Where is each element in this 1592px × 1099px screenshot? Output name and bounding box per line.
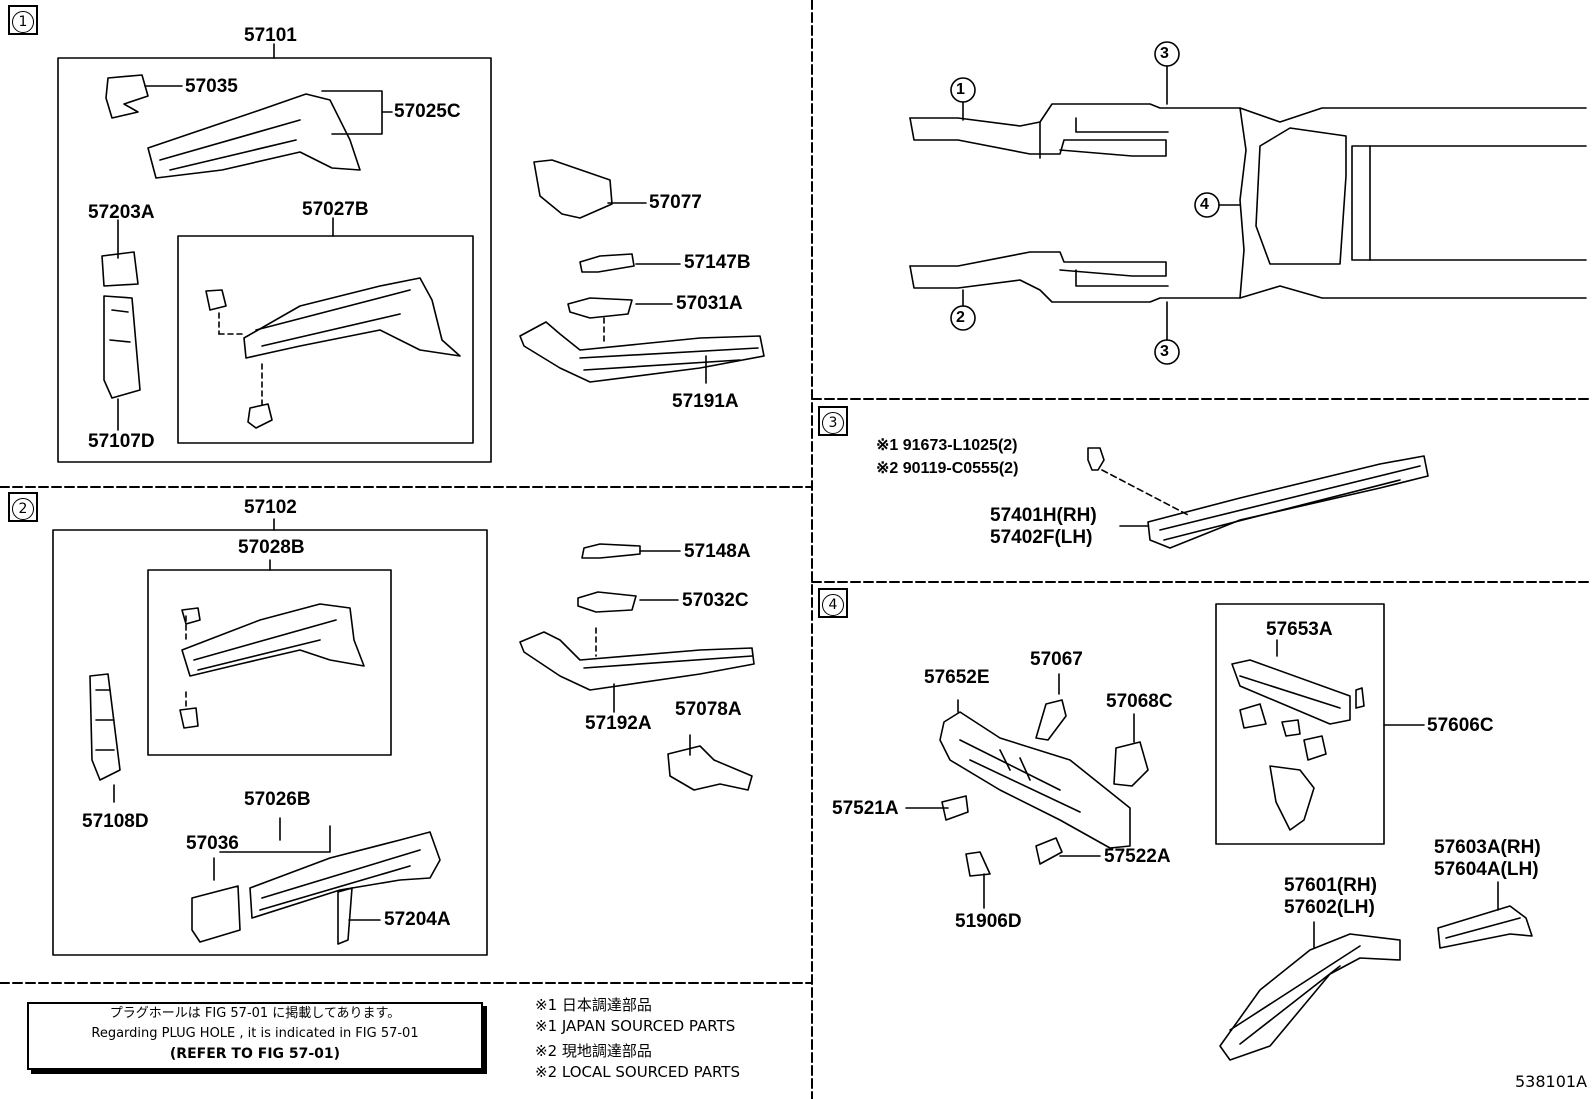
fastener-90119: ※2 90119-C0555(2) bbox=[876, 460, 1019, 477]
part-57101: 57101 bbox=[244, 25, 297, 46]
callout-1: 1 bbox=[956, 81, 965, 98]
section-1-number: 1 bbox=[12, 11, 34, 33]
part-57102: 57102 bbox=[244, 497, 297, 518]
part-57031a: 57031A bbox=[676, 293, 743, 314]
section-1-linework bbox=[57, 43, 765, 463]
part-57147b: 57147B bbox=[684, 252, 751, 273]
figure-id: 538101A bbox=[1515, 1072, 1588, 1091]
part-57606c: 57606C bbox=[1427, 715, 1494, 736]
section-3-linework bbox=[1087, 447, 1429, 549]
part-57401h: 57401H(RH) bbox=[990, 505, 1097, 526]
frame-overview-linework bbox=[909, 41, 1587, 365]
legend-local-en: ※2 LOCAL SOURCED PARTS bbox=[535, 1063, 740, 1081]
part-57604a: 57604A(LH) bbox=[1434, 859, 1539, 880]
part-57191a: 57191A bbox=[672, 391, 739, 412]
part-57148a: 57148A bbox=[684, 541, 751, 562]
section-1-badge: 1 bbox=[8, 5, 38, 35]
part-57067: 57067 bbox=[1030, 649, 1083, 670]
section-2-number: 2 bbox=[12, 498, 34, 520]
fastener-91673: ※1 91673-L1025(2) bbox=[876, 437, 1018, 454]
callout-3-top: 3 bbox=[1160, 45, 1169, 62]
part-57652e: 57652E bbox=[924, 667, 990, 688]
section-2-badge: 2 bbox=[8, 492, 38, 522]
part-57653a: 57653A bbox=[1266, 619, 1333, 640]
part-57522a: 57522A bbox=[1104, 846, 1171, 867]
part-57068c: 57068C bbox=[1106, 691, 1173, 712]
part-57032c: 57032C bbox=[682, 590, 749, 611]
section-3-badge: 3 bbox=[818, 406, 848, 436]
part-57107d: 57107D bbox=[88, 431, 155, 452]
legend-japan-jp: ※1 日本調達部品 bbox=[535, 996, 652, 1014]
part-57601: 57601(RH) bbox=[1284, 875, 1377, 896]
part-57028b: 57028B bbox=[238, 537, 305, 558]
part-57203a: 57203A bbox=[88, 202, 155, 223]
plug-note-japanese: プラグホールは FIG 57-01 に掲載してあります。 bbox=[109, 1006, 401, 1021]
plug-hole-note: プラグホールは FIG 57-01 に掲載してあります。 Regarding P… bbox=[27, 1002, 483, 1070]
legend-local-jp: ※2 現地調達部品 bbox=[535, 1042, 652, 1060]
part-57192a: 57192A bbox=[585, 713, 652, 734]
section-3-number: 3 bbox=[822, 412, 844, 434]
section-2-linework bbox=[52, 518, 755, 956]
part-57204a: 57204A bbox=[384, 909, 451, 930]
part-57036: 57036 bbox=[186, 833, 239, 854]
plug-note-english: Regarding PLUG HOLE , it is indicated in… bbox=[91, 1026, 419, 1041]
callout-3-bottom: 3 bbox=[1160, 343, 1169, 360]
part-57025c: 57025C bbox=[394, 101, 461, 122]
legend-japan-en: ※1 JAPAN SOURCED PARTS bbox=[535, 1017, 736, 1035]
part-57602: 57602(LH) bbox=[1284, 897, 1375, 918]
section-4-badge: 4 bbox=[818, 588, 848, 618]
plug-note-reference: (REFER TO FIG 57-01) bbox=[169, 1046, 341, 1062]
part-57026b: 57026B bbox=[244, 789, 311, 810]
part-57108d: 57108D bbox=[82, 811, 149, 832]
part-57027b: 57027B bbox=[302, 199, 369, 220]
part-51906d: 51906D bbox=[955, 911, 1022, 932]
part-57603a: 57603A(RH) bbox=[1434, 837, 1541, 858]
callout-2: 2 bbox=[956, 309, 965, 326]
part-57402f: 57402F(LH) bbox=[990, 527, 1093, 548]
part-57035: 57035 bbox=[185, 76, 238, 97]
part-57077: 57077 bbox=[649, 192, 702, 213]
section-4-linework bbox=[905, 603, 1533, 1061]
section-4-number: 4 bbox=[822, 594, 844, 616]
part-57521a: 57521A bbox=[832, 798, 899, 819]
callout-4: 4 bbox=[1200, 196, 1209, 213]
part-57078a: 57078A bbox=[675, 699, 742, 720]
